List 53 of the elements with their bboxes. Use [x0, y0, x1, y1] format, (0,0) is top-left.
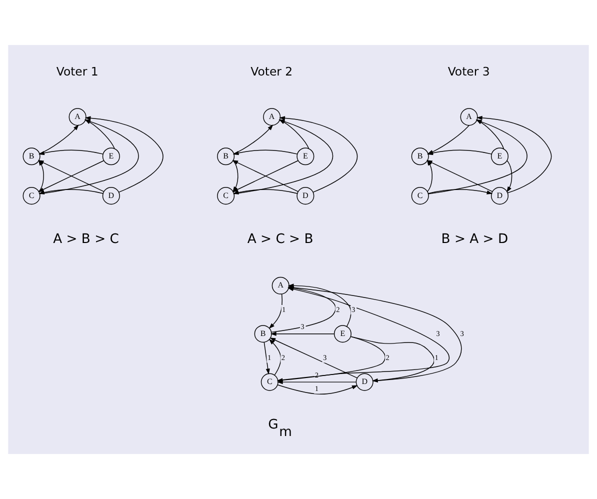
node-circle: E — [102, 148, 120, 166]
edge-label: 3 — [460, 329, 464, 338]
node-circle: B — [254, 325, 272, 343]
arrow — [38, 189, 104, 194]
arrow — [350, 336, 434, 382]
node-circle: B — [22, 148, 40, 166]
node-circle: E — [490, 148, 508, 166]
node-circle: A — [272, 276, 290, 294]
edge-label: 3 — [436, 329, 440, 338]
arrow — [233, 124, 274, 154]
arrow — [264, 342, 270, 375]
arrow — [232, 189, 298, 194]
node-circle: A — [263, 108, 281, 126]
arrow — [506, 160, 512, 192]
label: A > C > B — [247, 232, 314, 248]
node-circle: D — [490, 187, 508, 205]
edge-label: 3 — [351, 304, 356, 314]
edge-label: 3 — [300, 322, 304, 332]
node-circle: D — [102, 187, 120, 205]
edge-label: 1 — [314, 384, 319, 394]
node-circle: D — [296, 187, 314, 205]
node-circle: A — [460, 108, 478, 126]
arrow — [270, 332, 335, 336]
node-circle: E — [334, 325, 352, 343]
arrow — [39, 124, 79, 154]
arrow — [276, 336, 386, 382]
label: Voter 3 — [448, 64, 490, 79]
label: Voter 2 — [250, 64, 293, 79]
arrow — [268, 338, 282, 376]
edge-label: 3 — [322, 353, 327, 362]
label: Voter 1 — [56, 64, 98, 79]
edge-label: 1 — [282, 304, 286, 314]
node-circle: D — [356, 373, 374, 391]
edge-label: 2 — [386, 353, 390, 362]
edge-label: 2 — [336, 304, 340, 314]
node-circle: C — [411, 187, 429, 205]
node-circle: C — [217, 187, 235, 205]
arrow — [38, 150, 104, 155]
node-circle: C — [22, 187, 40, 205]
arrow — [428, 189, 493, 194]
arrow — [270, 338, 358, 378]
node-circle: B — [411, 148, 429, 166]
edge-label: 2 — [281, 353, 285, 362]
arrow — [232, 150, 298, 155]
label: B > A > D — [441, 232, 508, 248]
node-circle: B — [217, 148, 235, 166]
label: A > B > C — [53, 232, 119, 248]
edge-label: 1 — [434, 353, 438, 362]
arrow — [268, 294, 282, 329]
node-circle: C — [260, 373, 278, 391]
edge-label: 1 — [267, 353, 272, 362]
node-circle: E — [296, 148, 314, 166]
node-circle: A — [68, 108, 86, 126]
